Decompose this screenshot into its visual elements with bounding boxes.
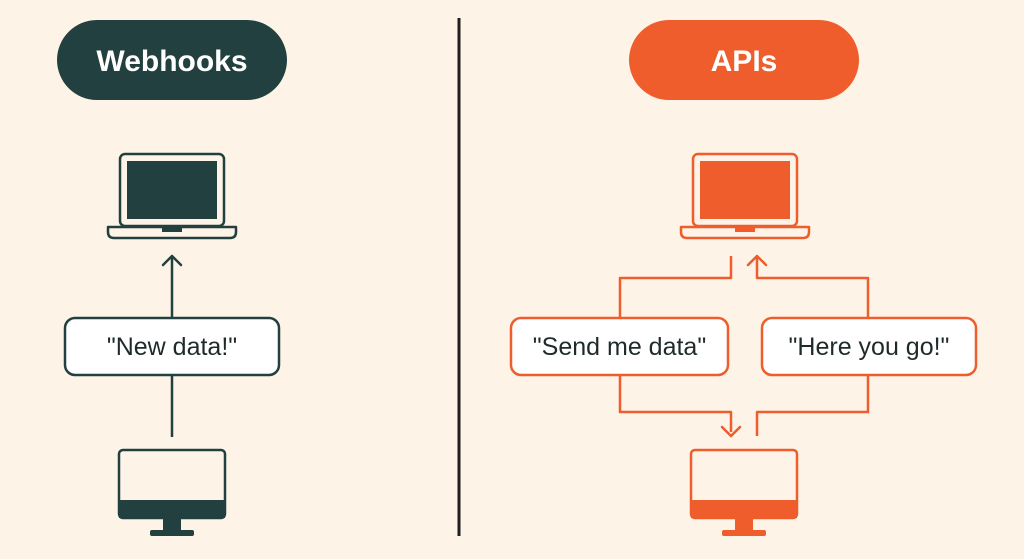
apis-title: APIs (711, 45, 778, 78)
api-request-connector (618, 256, 733, 432)
api-response-box: "Here you go!" (760, 316, 978, 377)
desktop-monitor-icon (689, 448, 799, 536)
arrow-down-icon (720, 425, 742, 438)
webhooks-title: Webhooks (96, 45, 247, 78)
api-request-box: "Send me data" (509, 316, 730, 377)
webhook-message-box: "New data!" (63, 316, 281, 377)
laptop-icon (106, 152, 238, 240)
arrow-up-icon (746, 254, 768, 267)
api-response-connector (755, 258, 870, 436)
apis-panel: APIs "Send me data" "Here you go!" (509, 20, 978, 536)
webhooks-title-pill: Webhooks (57, 20, 287, 100)
arrow-up-icon (161, 254, 183, 267)
webhook-message-label: "New data!" (107, 333, 237, 361)
api-request-label: "Send me data" (533, 333, 706, 361)
apis-title-pill: APIs (629, 20, 859, 100)
api-response-label: "Here you go!" (789, 333, 950, 361)
webhooks-panel: Webhooks "New data!" (57, 20, 287, 536)
laptop-icon (679, 152, 811, 240)
desktop-monitor-icon (117, 448, 227, 536)
